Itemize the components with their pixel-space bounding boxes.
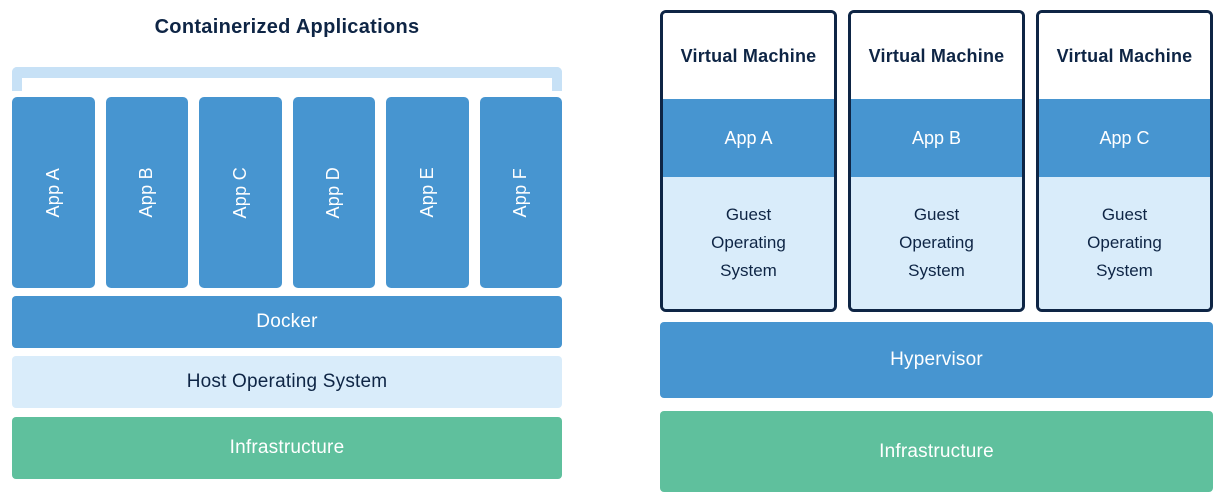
app-columns: App A App B App C App D App E App F [12,97,562,288]
infrastructure-layer-left: Infrastructure [12,417,562,479]
app-b-label: App B [136,167,157,218]
host-os-layer: Host Operating System [12,356,562,408]
containerized-applications-title: Containerized Applications [154,16,420,38]
vm-1-app: App A [663,99,834,177]
vm-box-1: Virtual Machine App A Guest Operating Sy… [660,10,837,312]
vm-3-title: Virtual Machine [1039,13,1210,99]
docker-layer: Docker [12,296,562,348]
infrastructure-layer-right: Infrastructure [660,411,1213,492]
app-a-box: App A [12,97,95,288]
vm-1-guest-os: Guest Operating System [663,177,834,309]
app-c-box: App C [199,97,282,288]
app-c-label: App C [229,166,250,219]
vm-2-guest-os-label: Guest Operating System [899,204,974,281]
vm-box-3: Virtual Machine App C Guest Operating Sy… [1036,10,1213,312]
vm-box-2: Virtual Machine App B Guest Operating Sy… [848,10,1025,312]
app-f-label: App F [510,167,531,218]
app-e-box: App E [386,97,469,288]
apps-group-bracket [12,67,562,91]
virtual-machines-panel: Virtual Machine App A Guest Operating Sy… [660,0,1213,501]
vm-2-app: App B [851,99,1022,177]
app-a-label: App A [42,167,63,218]
app-d-box: App D [292,97,375,288]
vm-1-guest-os-label: Guest Operating System [711,204,786,281]
vm-3-guest-os: Guest Operating System [1039,177,1210,309]
hypervisor-layer: Hypervisor [660,322,1213,398]
app-e-label: App E [416,167,437,218]
app-d-label: App D [323,166,344,219]
vm-3-guest-os-label: Guest Operating System [1087,204,1162,281]
app-b-box: App B [105,97,188,288]
vm-boxes: Virtual Machine App A Guest Operating Sy… [660,10,1213,312]
vm-1-title: Virtual Machine [663,13,834,99]
containerized-applications-panel: Containerized Applications App A App B A… [12,0,562,501]
app-f-box: App F [479,97,562,288]
vm-2-guest-os: Guest Operating System [851,177,1022,309]
vm-3-app: App C [1039,99,1210,177]
vm-2-title: Virtual Machine [851,13,1022,99]
